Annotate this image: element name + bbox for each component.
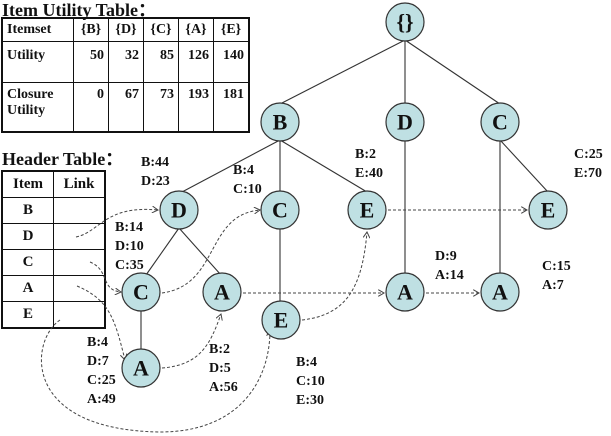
tree-node-b: B [260,102,300,142]
link-cell [53,301,106,329]
value-cell: 126 [178,41,214,83]
edge [178,227,222,276]
row-label: Closure Utility [1,82,74,133]
value-cell: 193 [178,82,214,133]
value-cell: 85 [143,41,179,83]
svg-text:B: B [273,110,288,135]
svg-text:E: E [274,308,289,333]
tree-node-bd: D [159,190,199,230]
node-link-arrow [40,319,270,433]
tree-node-bda: A [202,272,242,312]
node-link-arrow [161,314,221,369]
tree-node-bdca: A [121,348,161,388]
svg-text:A: A [133,356,149,381]
node-link-arrow [89,261,121,292]
header-cell: {B} [73,17,109,42]
tree-node-da: A [385,272,425,312]
svg-text:D: D [397,110,413,135]
row-label: Utility [1,41,74,83]
svg-text:E: E [541,198,556,223]
value-cell: 140 [213,41,250,83]
header-cell: Itemset [1,17,74,42]
item-utility-table: Itemset {B} {D} {C} {A} {E} Utility 50 3… [1,17,250,133]
tree-node-ca: A [480,272,520,312]
tree-node-ce: E [528,190,568,230]
link-cell [53,249,106,276]
tree-node-root: {} [385,2,425,42]
svg-text:C: C [133,280,149,305]
svg-text:C: C [272,198,288,223]
value-cell: 67 [108,82,144,133]
tree-node-bc: C [260,190,300,230]
header-table-title: Header Table： [2,149,124,169]
edge [279,139,368,193]
svg-text:D: D [171,198,187,223]
node-link-arrow [75,209,158,238]
value-cell: 50 [73,41,109,83]
utility-table-title: Item Utility Table： [2,0,157,20]
tree-node-c: C [480,102,520,142]
header-cell: {D} [108,17,144,42]
svg-text:A: A [214,280,230,305]
header-table: Item Link B D C A E [1,170,106,329]
edge [181,139,281,193]
node-link-arrow [301,232,367,321]
svg-text:E: E [360,198,375,223]
value-cell: 73 [143,82,179,133]
tree-node-be: E [347,190,387,230]
edge [499,139,549,193]
edge [404,39,501,105]
header-cell: {E} [213,17,250,42]
svg-text:A: A [397,280,413,305]
node-link-arrow [76,285,125,360]
value-cell: 32 [108,41,144,83]
header-cell: {A} [178,17,214,42]
svg-text:A: A [492,280,508,305]
header-item: D [1,223,54,250]
edge [279,39,406,105]
svg-text:C: C [492,110,508,135]
tree-node-bdc: C [121,272,161,312]
svg-text:{}: {} [396,10,413,35]
edge [145,227,180,276]
header-item: E [1,301,54,329]
tree-node-d: D [385,102,425,142]
value-cell: 181 [213,82,250,133]
node-link-arrow [161,210,260,294]
tree-node-bce: E [261,300,301,340]
